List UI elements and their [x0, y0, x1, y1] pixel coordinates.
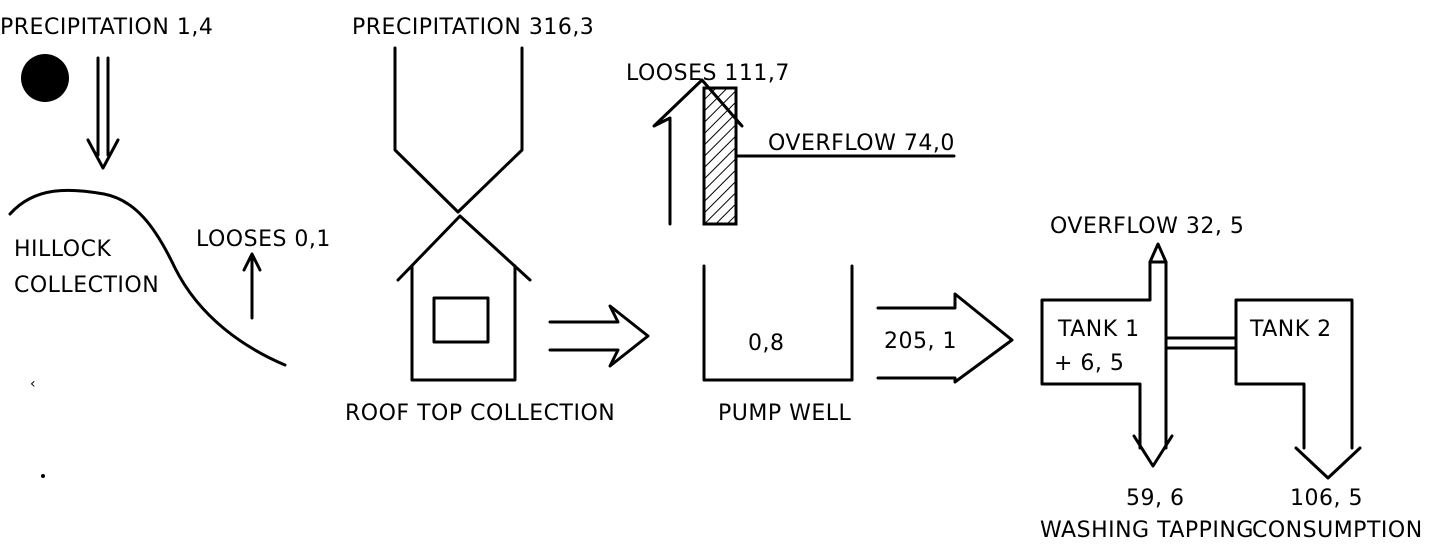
tank1-tapping-value: 59, 6 — [1126, 486, 1184, 511]
tank1-name: TANK 1 — [1057, 317, 1140, 342]
ink-blot — [21, 54, 69, 102]
tank2-name: TANK 2 — [1249, 317, 1332, 342]
tank1-overflow-label: OVERFLOW 32, 5 — [1050, 214, 1244, 239]
scan-speck: ‹ — [30, 376, 36, 392]
well-to-tank-value: 205, 1 — [884, 329, 957, 354]
pump-well-losses-label: LOOSES 111,7 — [626, 61, 790, 86]
tank1-tapping-label: WASHING TAPPING — [1040, 518, 1254, 543]
pump-well-tank — [704, 266, 852, 380]
tank2-consumption-arrow — [1296, 448, 1360, 478]
pump-well-overflow-label: OVERFLOW 74,0 — [768, 131, 955, 156]
scan-dot — [41, 474, 45, 478]
roof-to-well-arrow — [550, 306, 648, 366]
hillock-losses-arrow — [244, 254, 260, 318]
tank1-overflow-arrow — [1150, 244, 1166, 262]
tank2-consumption-label: CONSUMPTION — [1252, 518, 1423, 543]
tank-connector-pipe — [1166, 338, 1236, 348]
hillock-label-line2: COLLECTION — [14, 273, 159, 298]
roof-precipitation-arrow — [395, 48, 522, 212]
house-icon — [398, 216, 530, 380]
tank2-consumption-value: 106, 5 — [1290, 486, 1363, 511]
hillock-precipitation-arrow — [88, 58, 118, 168]
pump-well-storage-value: 0,8 — [748, 331, 785, 356]
hillock-precipitation-label: PRECIPITATION 1,4 — [0, 15, 213, 40]
hillock-label-line1: HILLOCK — [14, 237, 111, 262]
roof-precipitation-label: PRECIPITATION 316,3 — [352, 15, 594, 40]
pump-well-label: PUMP WELL — [718, 401, 852, 426]
hillock-losses-label: LOOSES 0,1 — [196, 227, 331, 252]
tank1-change: + 6, 5 — [1054, 351, 1124, 376]
roof-collection-label: ROOF TOP COLLECTION — [345, 401, 615, 426]
pump-well-losses-arrow — [654, 80, 742, 224]
